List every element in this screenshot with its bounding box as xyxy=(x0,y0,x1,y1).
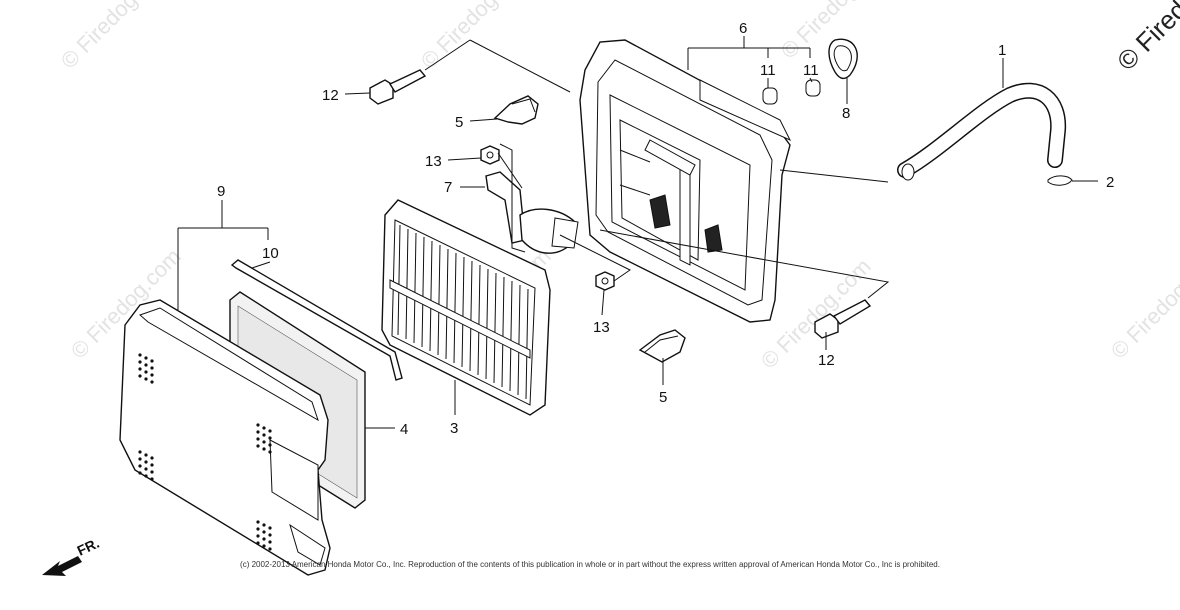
callout-1: 1 xyxy=(998,42,1006,59)
callout-labels: 1 2 3 4 5 5 6 7 8 9 10 11 11 12 12 13 13 xyxy=(217,20,1114,438)
part-hose xyxy=(897,82,1067,181)
part-cover xyxy=(119,299,331,576)
part-air-cleaner-case xyxy=(579,39,792,323)
part-hose-clip xyxy=(1047,175,1073,186)
callout-3: 3 xyxy=(450,420,458,437)
copyright-notice: (c) 2002-2013 American Honda Motor Co., … xyxy=(240,560,940,569)
callout-11-left: 11 xyxy=(760,62,776,79)
callout-8: 8 xyxy=(842,105,850,122)
part-grommets xyxy=(762,79,821,105)
callout-12-bottom: 12 xyxy=(818,352,835,369)
part-gasket xyxy=(828,38,858,80)
callout-5-bottom: 5 xyxy=(659,389,667,406)
part-seal xyxy=(230,259,403,381)
callout-13-bottom: 13 xyxy=(593,319,610,336)
part-nuts xyxy=(480,145,615,291)
watermark: © Firedog.com xyxy=(416,0,536,74)
callout-7: 7 xyxy=(444,179,452,196)
part-bolts xyxy=(369,69,872,339)
part-clips xyxy=(493,95,686,363)
callout-2: 2 xyxy=(1106,174,1114,191)
part-filter-element xyxy=(381,199,551,416)
front-direction-marker: FR. xyxy=(42,535,102,576)
callout-13-top: 13 xyxy=(425,153,442,170)
callout-6: 6 xyxy=(739,20,747,37)
callout-9: 9 xyxy=(217,183,225,200)
watermark: © Firedog.com xyxy=(56,0,176,74)
leader-lines xyxy=(177,36,1098,429)
callout-12-top: 12 xyxy=(322,87,339,104)
callout-10: 10 xyxy=(262,245,279,262)
callout-5-top: 5 xyxy=(455,114,463,131)
watermark: © Firedog.com xyxy=(1106,244,1180,364)
part-bracket xyxy=(485,171,579,254)
corner-watermark: © Firedog.com xyxy=(1111,0,1180,76)
callout-11-right: 11 xyxy=(803,62,819,79)
front-direction-label: FR. xyxy=(75,535,102,559)
callout-4: 4 xyxy=(400,421,408,438)
